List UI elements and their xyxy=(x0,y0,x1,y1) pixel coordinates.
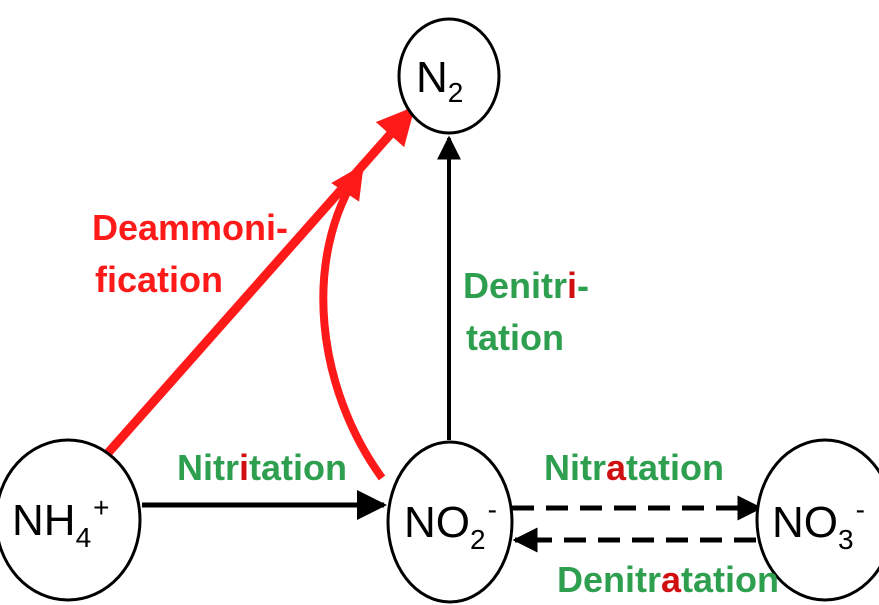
deammonification-curve xyxy=(319,164,386,481)
node-no2-sub: 2 xyxy=(470,524,486,555)
nitratation-part-a: Nitr xyxy=(544,447,606,488)
denitratation-part-a: Denitr xyxy=(557,559,661,600)
nitritation-part-c: tation xyxy=(249,447,347,488)
denitritation-part-c: - xyxy=(577,265,589,306)
nitratation-part-b: a xyxy=(606,447,627,488)
node-no3-sup: - xyxy=(856,494,865,525)
denitratation-part-c: tation xyxy=(681,559,779,600)
nitritation-part-a: Nitr xyxy=(177,447,239,488)
deammonification-label-line2: fication xyxy=(95,259,223,300)
svg-text:NO2-: NO2- xyxy=(404,494,497,555)
node-no2: NO2- xyxy=(386,440,514,604)
node-nh4: NH4+ xyxy=(0,438,142,602)
node-no3-sub: 3 xyxy=(838,524,854,555)
node-n2-main: N xyxy=(416,53,448,102)
node-nh4-main: NH xyxy=(12,496,76,545)
svg-text:N2: N2 xyxy=(416,53,463,108)
node-n2: N2 xyxy=(397,17,501,135)
nitratation-label: Nitratation xyxy=(544,447,724,488)
nitritation-label: Nitritation xyxy=(177,447,347,488)
node-no2-sup: - xyxy=(488,494,497,525)
svg-text:NH4+: NH4+ xyxy=(12,492,110,553)
node-no2-main: NO xyxy=(404,498,470,547)
denitratation-label: Denitratation xyxy=(557,559,779,600)
svg-text:NO3-: NO3- xyxy=(772,494,865,555)
nitritation-part-b: i xyxy=(239,447,249,488)
denitritation-label-line2: tation xyxy=(466,317,564,358)
denitritation-label-line1: Denitri- xyxy=(463,265,589,306)
node-nh4-sup: + xyxy=(93,492,109,523)
node-no3-main: NO xyxy=(772,498,838,547)
denitritation-part-b: i xyxy=(567,265,577,306)
nitratation-part-c: tation xyxy=(626,447,724,488)
denitritation-part-a: Denitr xyxy=(463,265,567,306)
node-n2-sub: 2 xyxy=(448,77,464,108)
node-nh4-sub: 4 xyxy=(76,522,92,553)
node-no3: NO3- xyxy=(755,438,879,602)
denitratation-part-b: a xyxy=(661,559,682,600)
deammonification-label-line1: Deammoni- xyxy=(92,207,288,248)
